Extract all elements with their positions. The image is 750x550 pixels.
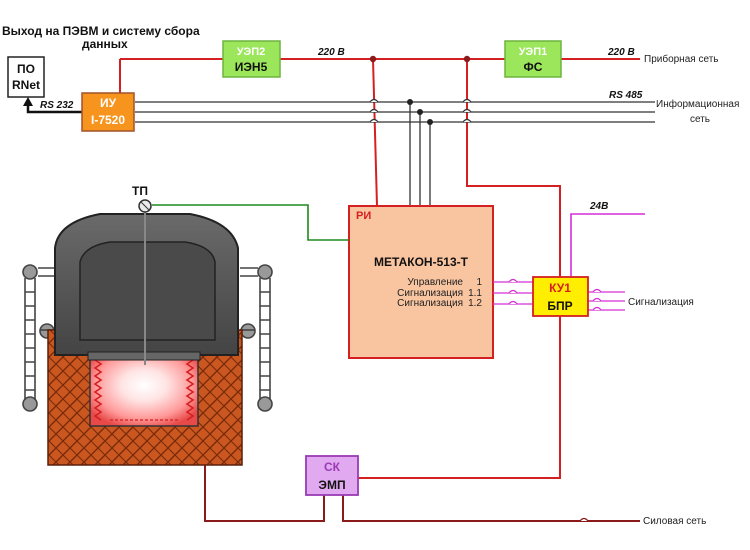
output-label-line1: Выход на ПЭВМ и систему сбора — [2, 24, 200, 38]
furnace-illustration — [22, 199, 273, 466]
metakon-output-1-name: Управление — [407, 277, 463, 288]
sk-tag: СК — [324, 460, 341, 474]
metakon-output-3-name: Сигнализация — [397, 298, 463, 309]
uep1-name: ФС — [524, 60, 543, 74]
sensor-line — [152, 204, 349, 241]
uep2-tag: УЭП2 — [237, 46, 266, 58]
pribornaya-set-label: Приборная сеть — [644, 53, 718, 65]
info-set-label-line1: Информационная — [656, 98, 739, 110]
rs232-label: RS 232 — [40, 100, 74, 111]
metakon-output-2-name: Сигнализация — [397, 288, 463, 299]
sk-name: ЭМП — [318, 478, 345, 492]
po-block: ПО RNet — [7, 56, 45, 98]
output-label-line2: данных — [82, 37, 128, 51]
v220-left-label: 220 В — [317, 47, 345, 58]
signalizaciya-label: Сигнализация — [628, 297, 694, 308]
iu-label: ИУ — [100, 96, 117, 110]
metakon-tag: РИ — [356, 210, 371, 222]
signal-lines — [493, 213, 645, 311]
ku1-name: БПР — [547, 299, 572, 313]
silovaya-set-label: Силовая сеть — [643, 516, 706, 527]
uep1-tag: УЭП1 — [519, 46, 548, 58]
metakon-output-2-num: 1.1 — [468, 288, 482, 299]
metakon-block: РИ МЕТАКОН-513-Т Управление 1 Сигнализац… — [348, 205, 494, 359]
ku1-tag: КУ1 — [549, 281, 571, 295]
po-label: ПО — [17, 62, 35, 76]
uep2-name: ИЭН5 — [235, 60, 268, 74]
po-sublabel: RNet — [12, 78, 40, 92]
info-set-label-line2: сеть — [690, 114, 710, 125]
uep1-block: УЭП1 ФС — [504, 40, 562, 78]
ku1-block: КУ1 БПР — [532, 276, 589, 317]
metakon-output-3-num: 1.2 — [468, 298, 482, 309]
rs232-link: RS 232 — [23, 97, 82, 114]
rs485-label: RS 485 — [609, 90, 643, 101]
v24-label: 24В — [589, 201, 608, 212]
metakon-title: МЕТАКОН-513-Т — [374, 255, 469, 269]
metakon-output-1-num: 1 — [476, 277, 482, 288]
sk-block: СК ЭМП — [305, 455, 359, 496]
v220-right-label: 220 В — [607, 47, 635, 58]
uep2-block: УЭП2 ИЭН5 — [222, 40, 281, 78]
iu-model: I-7520 — [91, 113, 125, 127]
iu-block: ИУ I-7520 — [81, 92, 135, 132]
tp-label: ТП — [132, 184, 148, 198]
info-network — [135, 98, 655, 206]
